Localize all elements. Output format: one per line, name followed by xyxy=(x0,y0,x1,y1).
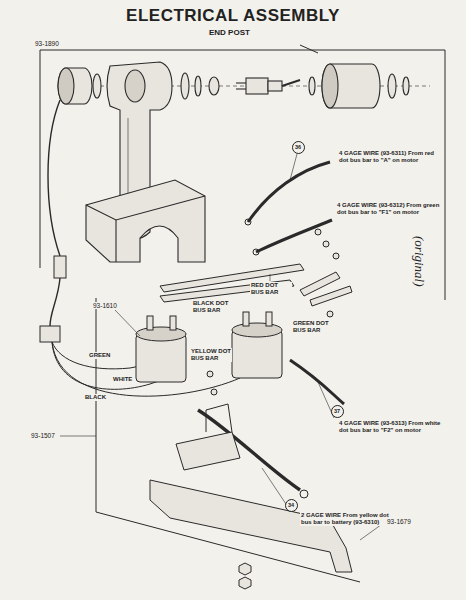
mount-bracket xyxy=(176,432,240,470)
callout-number: 36 xyxy=(295,144,301,150)
bracket-tab xyxy=(206,404,232,432)
heavy-wire xyxy=(248,162,330,222)
callout-circle: 36 xyxy=(292,141,305,154)
wire-lug xyxy=(253,249,259,255)
wire-note: 2 GAGE WIRE From yellow dot bus bar to b… xyxy=(300,512,394,526)
nut xyxy=(315,229,321,235)
end-cap xyxy=(58,68,92,104)
switch-lever xyxy=(282,80,300,86)
bus-bar xyxy=(160,280,294,302)
part-number: 93-1610 xyxy=(92,302,118,309)
bus-bar xyxy=(310,286,352,306)
part-number: 93-1679 xyxy=(386,518,412,525)
solenoid-top xyxy=(232,323,282,337)
subtitle: END POST xyxy=(208,28,251,37)
leader-line xyxy=(270,274,271,281)
nut xyxy=(323,241,329,247)
bus-bar-label: BLACK DOT BUS BAR xyxy=(192,300,238,314)
wire-note: 4 GAGE WIRE (93-6312) From green dot bus… xyxy=(336,202,442,216)
leader-line xyxy=(290,154,297,180)
nut xyxy=(327,311,333,317)
nut xyxy=(209,77,219,95)
bus-bar-label: RED DOT BUS BAR xyxy=(250,282,292,296)
diagram-title: ELECTRICAL ASSEMBLY xyxy=(126,6,340,26)
washer xyxy=(195,76,201,96)
bus-bar-label: GREEN DOT BUS BAR xyxy=(292,320,334,334)
washer xyxy=(309,77,315,95)
part-number: 93-1890 xyxy=(34,40,60,47)
wire-lug xyxy=(245,219,251,225)
end-post-cover xyxy=(86,180,205,262)
part-number: 93-1507 xyxy=(30,432,56,439)
cover-edge xyxy=(115,220,116,262)
solenoid-stud xyxy=(170,316,176,330)
knob-cylinder xyxy=(322,64,380,108)
body-bore xyxy=(125,70,145,102)
washer xyxy=(181,73,189,99)
washer xyxy=(93,74,101,98)
solenoid-top xyxy=(136,327,186,341)
heavy-wire xyxy=(256,220,332,252)
control-cable xyxy=(50,278,60,326)
cable-plug xyxy=(54,256,66,278)
wire-note: 4 GAGE WIRE (93-6311) From red dot bus b… xyxy=(338,150,444,164)
wire-color: GREEN xyxy=(88,352,111,359)
leader-line xyxy=(60,436,96,437)
end-cap-face xyxy=(58,68,74,104)
control-cable xyxy=(48,100,60,256)
frame-line xyxy=(300,45,318,53)
wire-color: WHITE xyxy=(112,376,133,383)
base-plate xyxy=(150,480,352,572)
nut xyxy=(333,253,339,259)
solenoid-stud xyxy=(147,316,153,330)
frame-line xyxy=(40,50,445,300)
nut xyxy=(207,371,213,377)
frame-line xyxy=(96,298,360,582)
callout-number: 37 xyxy=(334,408,340,414)
wire-color: BLACK xyxy=(84,394,107,401)
washer xyxy=(403,77,409,95)
heavy-wire xyxy=(290,360,344,404)
solenoid-stud xyxy=(243,312,249,326)
solenoid-stud xyxy=(266,312,272,326)
callout-circle: 34 xyxy=(285,499,298,512)
handwritten-note: (original) xyxy=(411,236,426,287)
switch-terminal xyxy=(236,88,246,89)
toggle-switch xyxy=(246,78,268,94)
bus-bar-label: YELLOW DOT BUS BAR xyxy=(190,348,232,362)
wire-lug xyxy=(300,490,308,498)
cable-connector xyxy=(40,326,60,342)
switch-bushing xyxy=(268,81,282,91)
leader-line xyxy=(115,310,140,336)
callout-number: 34 xyxy=(288,502,294,508)
hex-nut xyxy=(239,577,251,589)
wire-note: 4 GAGE WIRE (93-6313) From white dot bus… xyxy=(338,420,444,434)
callout-circle: 37 xyxy=(331,405,344,418)
washer xyxy=(388,74,396,98)
hex-nut xyxy=(239,563,251,575)
nut xyxy=(211,389,217,395)
knob-face xyxy=(322,64,338,108)
switch-terminal xyxy=(236,82,246,83)
cover-edge xyxy=(86,196,205,220)
